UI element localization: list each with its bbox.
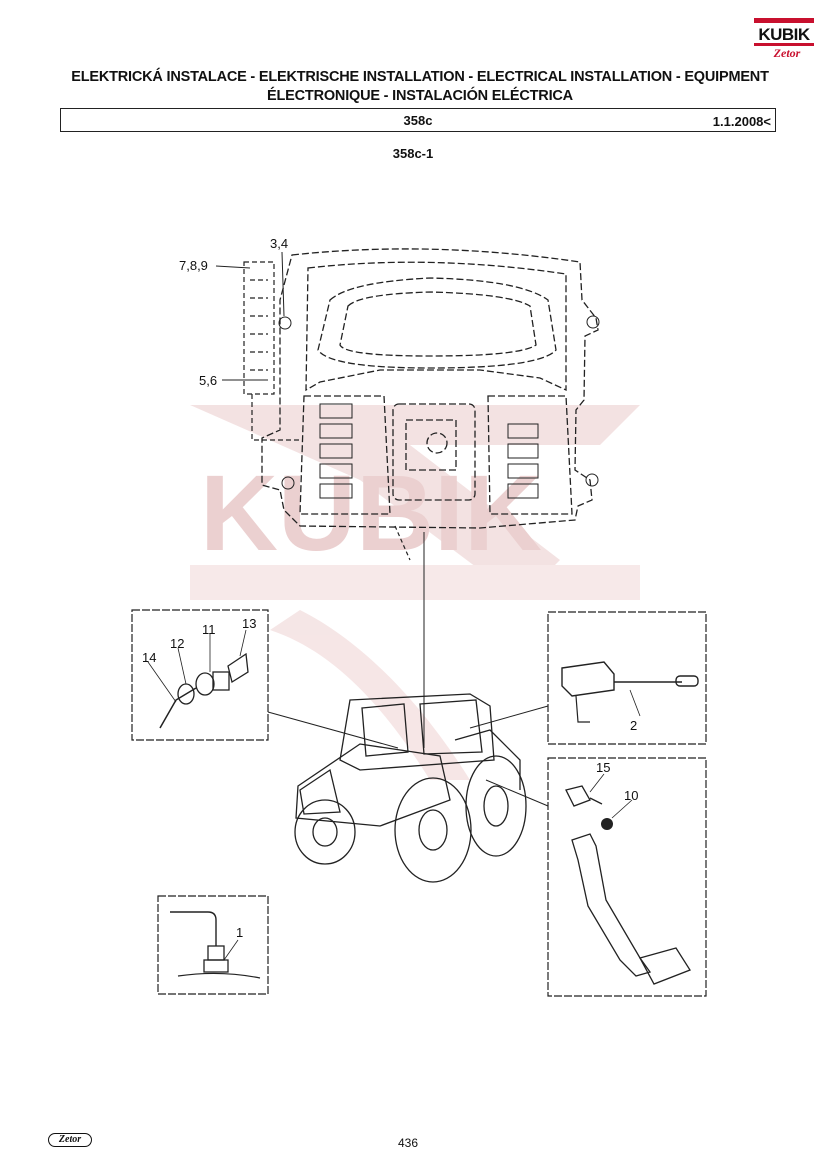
mount-hole-br xyxy=(585,473,599,487)
ignition-key-icon xyxy=(227,652,249,684)
sensor-hex xyxy=(203,959,229,973)
cab-window-left xyxy=(361,703,409,757)
panel-harness xyxy=(394,525,411,561)
ignition-cable xyxy=(159,687,197,729)
switch-right-1 xyxy=(507,423,539,439)
ignition-body xyxy=(212,671,230,691)
watermark-band xyxy=(190,565,640,600)
display-window xyxy=(339,291,537,357)
rear-wheel xyxy=(465,755,527,857)
callout-14: 14 xyxy=(142,650,156,665)
pedal-arm xyxy=(571,833,652,977)
sensor-body xyxy=(207,945,225,961)
center-knob xyxy=(426,432,448,454)
sensor-cable xyxy=(170,911,217,946)
pedal-pad xyxy=(639,947,691,985)
fuse-box xyxy=(243,261,275,395)
instrument-panel xyxy=(261,248,599,529)
switch-cable xyxy=(575,695,590,723)
valid-from-date: 1.1.2008< xyxy=(712,114,771,129)
mount-hole-tl xyxy=(278,316,292,330)
callout-7-8-9: 7,8,9 xyxy=(179,258,208,273)
tractor-grille xyxy=(299,768,341,815)
watermark: KUBIK xyxy=(190,405,640,780)
right-switch-cluster xyxy=(487,395,573,515)
fuse-strip xyxy=(243,261,300,441)
callout-15: 15 xyxy=(596,760,610,775)
tractor-illustration xyxy=(294,693,527,883)
switch-left-4 xyxy=(319,463,353,479)
watermark-text: KUBIK xyxy=(200,452,542,573)
group-code: 358c xyxy=(403,113,433,128)
callout-11: 11 xyxy=(202,622,216,637)
display-housing xyxy=(317,277,557,369)
detail-ignition-switch xyxy=(131,609,269,741)
callout-1: 1 xyxy=(236,925,243,940)
figure-reference: 358c-1 xyxy=(392,146,434,161)
panel-inner-cowl xyxy=(305,261,567,392)
callout-2: 2 xyxy=(630,718,637,733)
leaders-top xyxy=(215,251,425,748)
ignition-nut xyxy=(195,672,215,696)
tractor-cab xyxy=(339,693,495,771)
mount-hole-tr xyxy=(586,315,600,329)
logo-bar-mid xyxy=(754,43,814,46)
callout-13: 13 xyxy=(242,616,256,631)
page-title-line2: ÉLECTRONIQUE - INSTALACIÓN ELÉCTRICA xyxy=(267,88,573,104)
front-wheel-right xyxy=(394,777,472,883)
group-header-box: 358c 1.1.2008< xyxy=(60,108,776,132)
page-title-line1: ELEKTRICKÁ INSTALACE - ELEKTRISCHE INSTA… xyxy=(71,69,769,85)
callout-12: 12 xyxy=(170,636,184,651)
watermark-shape xyxy=(190,405,640,600)
tractor-hood xyxy=(295,743,451,827)
left-switch-cluster xyxy=(299,395,391,515)
panel-outline xyxy=(261,248,599,529)
mount-hole-bl xyxy=(281,476,295,490)
page-number: 436 xyxy=(398,1136,419,1150)
footer-zetor-logo: Zetor xyxy=(48,1133,92,1147)
switch-buttons xyxy=(278,315,600,499)
brake-switch-nut xyxy=(601,818,613,830)
logo-brand: Zetor xyxy=(773,46,801,60)
switch-right-3 xyxy=(507,463,539,479)
leaders-detail xyxy=(267,705,549,807)
watermark-swoosh xyxy=(270,610,470,780)
center-screen xyxy=(405,419,457,471)
lever-knob-icon xyxy=(675,675,699,687)
sensor-mount xyxy=(177,972,261,979)
detail-brake-pedal xyxy=(547,757,707,997)
switch-left-3 xyxy=(319,443,353,459)
switch-left-2 xyxy=(319,423,353,439)
logo-bar-top xyxy=(754,18,814,23)
switch-right-4 xyxy=(507,483,539,499)
center-display xyxy=(392,403,476,501)
switch-left-5 xyxy=(319,483,353,499)
callout-5-6: 5,6 xyxy=(199,373,217,388)
switch-left-1 xyxy=(319,403,353,419)
kubik-zetor-logo: KUBIK Zetor xyxy=(754,18,814,64)
rear-fender xyxy=(454,729,521,790)
logo-name: KUBIK xyxy=(758,25,810,44)
switch-housing xyxy=(561,661,615,697)
callout-3-4: 3,4 xyxy=(270,236,288,251)
detail-sensor xyxy=(157,895,269,995)
callout-10: 10 xyxy=(624,788,638,803)
front-wheel-left xyxy=(294,799,356,865)
brake-switch-body xyxy=(565,785,591,807)
cab-window-right xyxy=(419,699,483,755)
switch-right-2 xyxy=(507,443,539,459)
detail-combination-switch xyxy=(547,611,707,745)
